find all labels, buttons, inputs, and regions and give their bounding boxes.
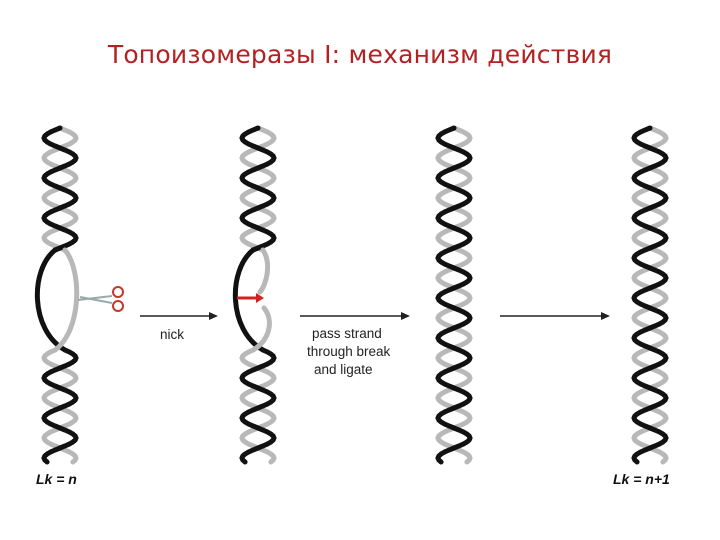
dna-strand [435, 125, 473, 465]
dna-strand-open [35, 247, 68, 353]
dna-strand [631, 125, 669, 465]
nick-marker [237, 293, 264, 303]
dna-strand-open [257, 247, 271, 295]
dna-strand-open [250, 305, 272, 353]
step-label-nick: nick [160, 327, 184, 342]
step-label-line-3: and ligate [314, 362, 373, 377]
dna-strand [41, 347, 79, 465]
step-label-line-2: through break [307, 344, 391, 359]
dna-strand-open [233, 247, 266, 353]
linking-number-start: Lk = n [36, 471, 77, 487]
dna-strand [435, 125, 473, 465]
dna-strand [631, 125, 669, 465]
step-label-line-1: pass strand [312, 326, 382, 341]
linking-number-end: Lk = n+1 [613, 471, 670, 487]
arrow-right-icon [300, 312, 410, 320]
dna-strand-open [52, 247, 80, 353]
arrow-right-icon [140, 312, 218, 320]
scissors-icon [77, 286, 124, 312]
slide-title: Топоизомеразы I: механизм действия [107, 40, 613, 69]
dna-strand [41, 125, 79, 253]
dna-strand [239, 125, 277, 253]
dna-strand [239, 347, 277, 465]
arrow-right-icon [500, 312, 610, 320]
